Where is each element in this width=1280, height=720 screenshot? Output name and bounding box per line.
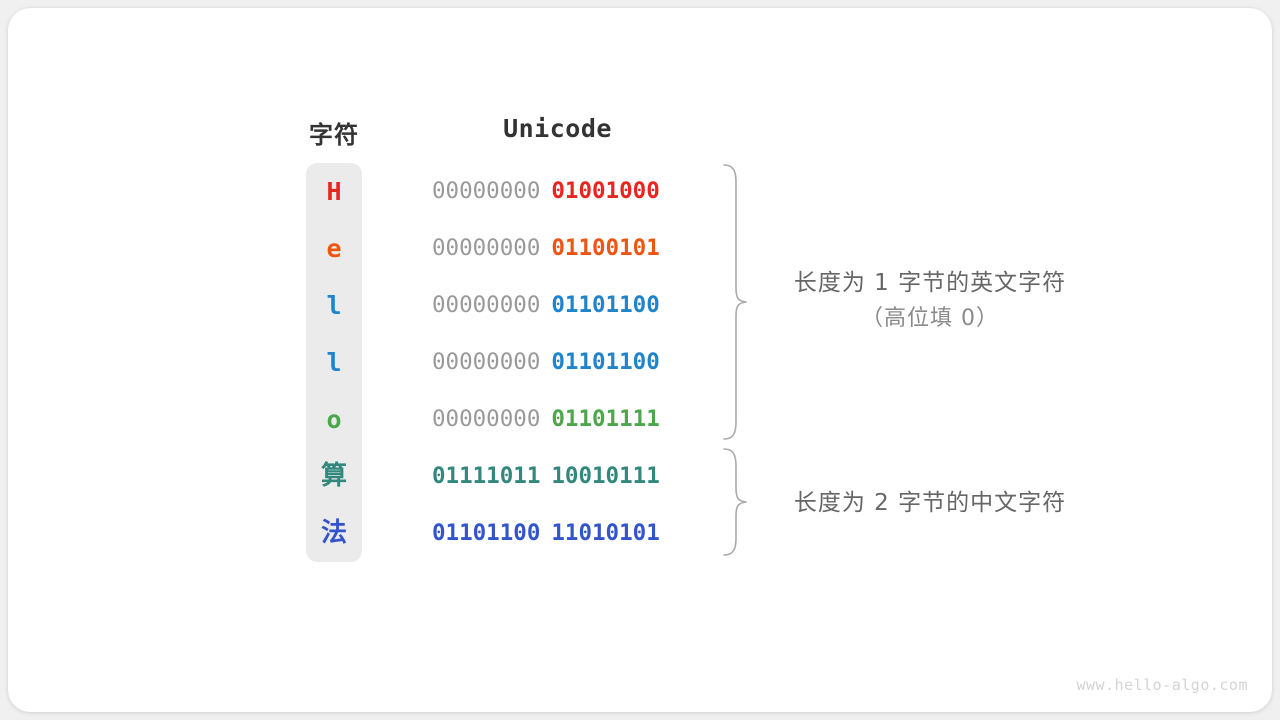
low-byte: 10010111 [551,463,660,489]
column-header-character: 字符 [309,122,359,149]
high-byte: 00000000 [432,406,541,432]
brace-ascii-icon [723,164,747,440]
row-binary: 00000000 01001000 [432,163,726,220]
annotation-ascii-line1: 长度为 1 字节的英文字符 [793,270,1067,296]
high-byte: 00000000 [432,349,541,375]
encoding-row: 法 01101100 11010101 [306,505,726,562]
row-character: H [326,177,342,206]
high-byte: 00000000 [432,178,541,204]
encoding-row: e 00000000 01100101 [306,220,726,277]
low-byte: 01001000 [551,178,660,204]
high-byte: 01101100 [432,520,541,546]
low-byte: 01101100 [551,292,660,318]
row-character: e [326,234,342,263]
annotation-cjk: 长度为 2 字节的中文字符 [755,485,1105,521]
annotation-ascii: 长度为 1 字节的英文字符 （高位填 0） [755,265,1105,337]
row-character: 算 [320,461,347,491]
high-byte: 01111011 [432,463,541,489]
low-byte: 01101100 [551,349,660,375]
encoding-row: H 00000000 01001000 [306,163,726,220]
annotation-ascii-line2: （高位填 0） [861,306,999,331]
row-character: l [326,348,342,377]
row-character: 法 [320,518,347,548]
high-byte: 00000000 [432,292,541,318]
watermark: www.hello-algo.com [1076,676,1248,694]
encoding-row: l 00000000 01101100 [306,277,726,334]
row-binary: 00000000 01101111 [432,391,726,448]
character-column-background [306,163,362,562]
low-byte: 01100101 [551,235,660,261]
row-binary: 00000000 01101100 [432,277,726,334]
low-byte: 11010101 [551,520,660,546]
brace-cjk-icon [723,448,747,556]
encoding-row: l 00000000 01101100 [306,334,726,391]
high-byte: 00000000 [432,235,541,261]
figure-card [8,8,1272,712]
row-character: o [326,405,342,434]
row-character: l [326,291,342,320]
row-binary: 01111011 10010111 [432,448,726,505]
low-byte: 01101111 [551,406,660,432]
annotation-cjk-line1: 长度为 2 字节的中文字符 [793,490,1067,516]
encoding-row: o 00000000 01101111 [306,391,726,448]
encoding-row: 算 01111011 10010111 [306,448,726,505]
row-binary: 01101100 11010101 [432,505,726,562]
column-header-unicode: Unicode [503,114,612,143]
row-binary: 00000000 01100101 [432,220,726,277]
row-binary: 00000000 01101100 [432,334,726,391]
